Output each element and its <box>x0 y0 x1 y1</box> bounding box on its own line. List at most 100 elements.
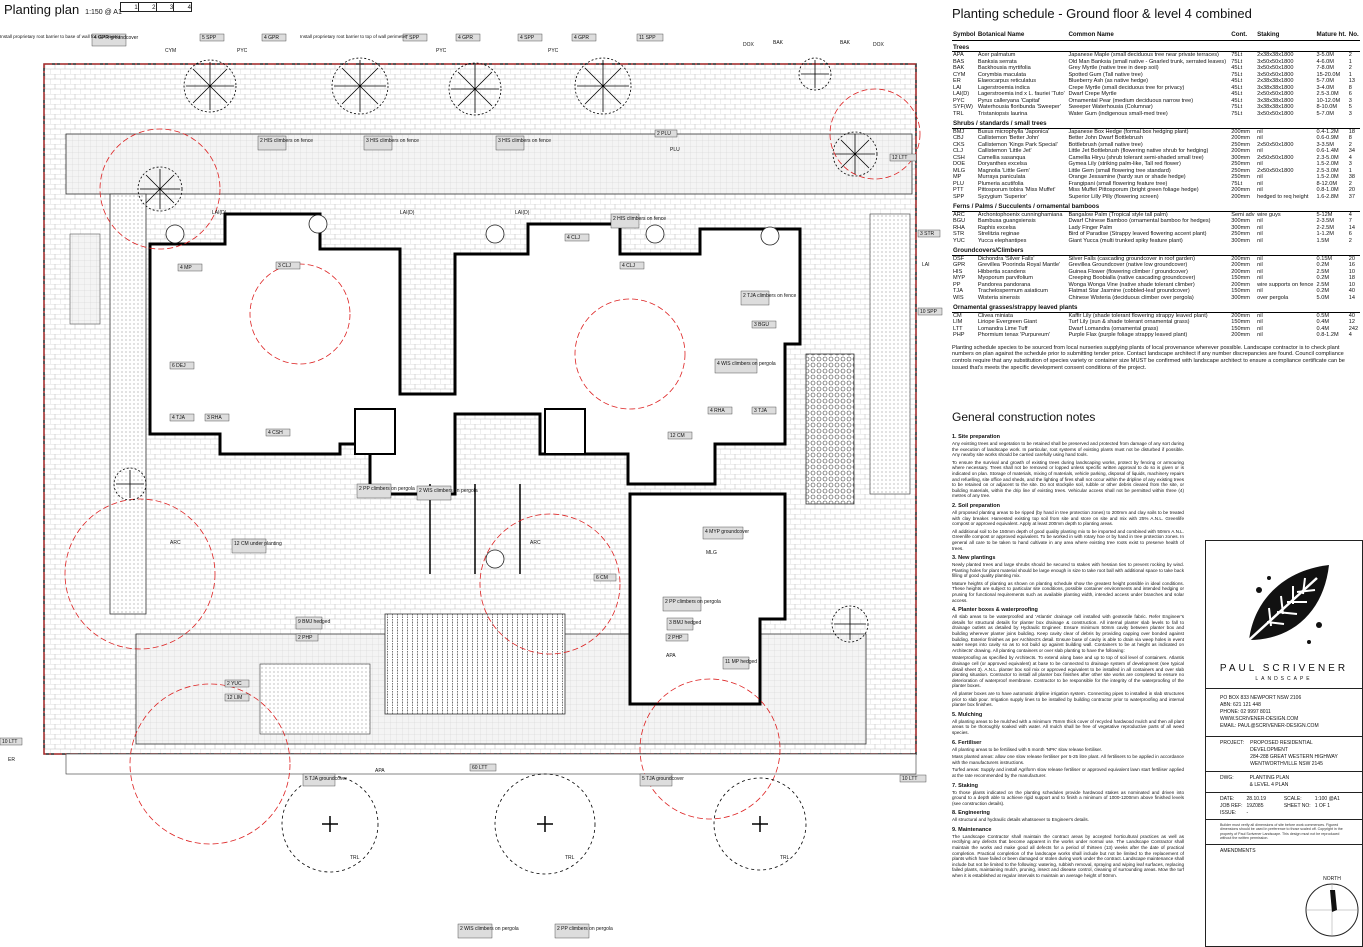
scale-label: SCALE: <box>1283 796 1302 802</box>
code-label: PYC <box>548 48 559 54</box>
schedule-cell: 0.6-0.9M <box>1316 135 1339 141</box>
schedule-cell: 200mm <box>1231 255 1250 262</box>
schedule-cell: Strelitzia reginae <box>977 231 1020 237</box>
schedule-cell: Flatmat Star Jasmine (cobbled-leaf groun… <box>1068 288 1190 294</box>
schedule-cell: 8 <box>1348 84 1352 91</box>
schedule-cell: nil <box>1257 180 1263 187</box>
schedule-cell: 10-12.0M <box>1316 97 1341 104</box>
dwg-line: & LEVEL 4 PLAN <box>1249 782 1289 788</box>
schedule-cell: Better John Dwarf Bottlebrush <box>1068 135 1144 141</box>
schedule-group-label: Groundcovers/Climbers <box>952 244 1360 256</box>
note-paragraph: All planting areas to be mulched with a … <box>952 718 1184 735</box>
bed <box>259 663 371 735</box>
note-paragraph: All planter boxes are to have automatic … <box>952 690 1184 708</box>
plant-tag: 3 STR <box>917 229 941 238</box>
project-line: WENTWORTHVILLE NSW 2145 <box>1250 761 1323 767</box>
schedule-cell: 2x50x50x1800 <box>1257 167 1294 174</box>
schedule-header-row: Symbol Botanical Name Common Name Cont. … <box>952 31 1360 41</box>
schedule-cell: nil <box>1257 128 1263 135</box>
note-heading: 9. Maintenance <box>952 826 992 833</box>
plant-tag: 10 LTT <box>0 737 23 746</box>
address-line: ABN: 621 121 448 <box>1220 702 1261 708</box>
schedule-cell: 0.6-1.4M <box>1316 148 1339 154</box>
tag-text: 4 GPR <box>264 35 279 41</box>
tag-text: 2 PHP <box>298 635 313 641</box>
plant-tag: 11 MP hedged <box>722 656 757 670</box>
schedule-cell: 300mm <box>1231 224 1250 231</box>
schedule-cell: 2-3.5M <box>1316 218 1334 224</box>
leaf-logo-icon <box>1248 565 1329 644</box>
schedule-cell: Grevillea 'Poorinda Royal Mantle' <box>977 262 1061 268</box>
schedule-cell: 20 <box>1348 187 1355 193</box>
code-label: DOX <box>873 42 885 48</box>
schedule-cell: 0.8-1.0M <box>1316 187 1339 193</box>
plant-tag: 3 HIS climbers on fence <box>495 135 551 151</box>
schedule-cell: Bambusa guangxiensis <box>977 218 1036 224</box>
schedule-cell: 2 <box>1348 141 1352 148</box>
schedule-cell: 7 <box>1348 218 1352 224</box>
schedule-cell: 15-20.0M <box>1316 71 1341 78</box>
schedule-group-row: Groundcovers/Climbers <box>952 244 1360 256</box>
schedule-cell: BGU <box>953 218 966 224</box>
schedule-cell: 2.5M <box>1316 281 1329 288</box>
schedule-cell: 4 <box>1348 211 1352 218</box>
schedule-cell: 75Lt <box>1231 71 1243 78</box>
schedule-cell: Sweeper Waterhousia (Columnar) <box>1068 104 1153 110</box>
schedule-cell: MYP <box>953 275 966 281</box>
schedule-cell: ER <box>953 78 961 84</box>
schedule-note: Planting schedule species to be sourced … <box>952 344 1345 371</box>
schedule-cell: 1.5-2.0M <box>1316 174 1339 180</box>
tag-text: 4 MYP groundcover <box>705 529 749 535</box>
schedule-cell: 2 <box>1348 237 1352 244</box>
schedule-cell: BMJ <box>953 128 965 135</box>
tag-text: 2 WIS climbers on pergola <box>419 488 478 494</box>
sheet-value: 1 OF 1 <box>1314 803 1330 809</box>
schedule-cell: Turf Lily (sun & shade tolerant ornament… <box>1068 319 1190 325</box>
schedule-cell: 4 <box>1348 332 1352 338</box>
schedule-cell: Grey Myrtle (native tree in deep soil) <box>1068 65 1159 71</box>
schedule-cell: Liriope Evergreen Giant <box>977 319 1037 325</box>
schedule-cell: nil <box>1257 275 1263 281</box>
schedule-cell: 0.2M <box>1316 262 1329 268</box>
schedule-cell: Japanese Box Hedge (formal box hedging p… <box>1068 128 1189 135</box>
tag-text: 9 BMJ hedged <box>298 619 330 625</box>
schedule-cell: nil <box>1257 255 1263 262</box>
code-label: PLU <box>670 147 680 153</box>
planting-plan-drawing[interactable]: 4 GPR groundcover 5 SPP 4 GPR 7 SPP 4 GP… <box>0 14 945 947</box>
schedule-cell: 200mm <box>1231 187 1250 193</box>
schedule-cell: GPR <box>953 262 966 268</box>
plant-tag: 4 GPR <box>571 33 597 42</box>
schedule-cell: 10 <box>1348 281 1355 288</box>
dwg-line: PLANTING PLAN <box>1249 775 1290 781</box>
terrace-north <box>65 133 913 195</box>
tag-text: 2 PHP <box>668 635 683 641</box>
sheet-label: SHEET NO: <box>1283 803 1311 809</box>
schedule-cell: 1-1.2M <box>1316 231 1334 237</box>
schedule-cell: 0.15M <box>1316 255 1333 262</box>
schedule-cell: PYC <box>953 97 965 104</box>
schedule-cell: nil <box>1257 262 1263 268</box>
plant-tag: 4 MP <box>177 263 203 272</box>
outdoor-tables <box>165 214 780 569</box>
code-label: LAI <box>922 262 930 268</box>
property-line <box>43 63 917 755</box>
schedule-group-label: Shrubs / standards / small trees <box>952 117 1360 129</box>
code-label: BAK <box>840 40 851 46</box>
schedule-cell: Camellia sasanqua <box>977 154 1026 161</box>
plant-tag: 2 PHP <box>665 633 689 642</box>
schedule-cell: 75Lt <box>1231 180 1243 187</box>
schedule-cell: 12 <box>1348 319 1355 325</box>
fine-print: Builder must verify all dimensions of si… <box>1206 820 1362 845</box>
note-text: Install proprietary root barrier to base… <box>0 34 121 39</box>
schedule-cell: 200mm <box>1231 268 1250 275</box>
schedule-cell: Frangipani (small flowering feature tree… <box>1068 180 1168 187</box>
note-heading: 7. Staking <box>952 782 978 789</box>
schedule-cell: Dichondra 'Silver Falls' <box>977 255 1035 262</box>
schedule-cell: Dwarf Crepe Myrtle <box>1068 91 1117 97</box>
